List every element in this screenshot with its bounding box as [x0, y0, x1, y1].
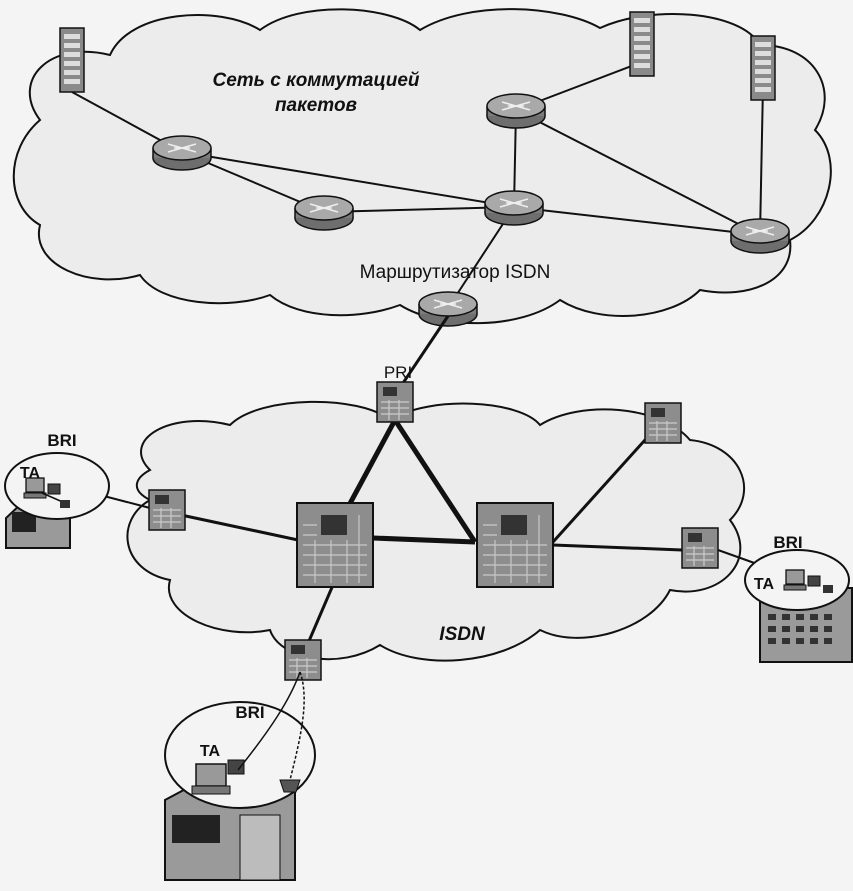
isdn-router-icon: [418, 291, 478, 327]
switch-icon: [681, 527, 719, 569]
switch-icon: [148, 489, 186, 531]
router-icon: [486, 93, 546, 129]
server-icon: [59, 27, 85, 93]
ta-label-left: TA: [20, 465, 41, 482]
bottom-subscriber: BRI TA: [164, 671, 316, 881]
right-subscriber: BRI TA: [744, 533, 853, 663]
router-icon: [294, 195, 354, 231]
ta-label-bottom: TA: [200, 743, 221, 760]
pri-label: PRI: [384, 363, 412, 382]
left-subscriber: BRI TA: [4, 431, 110, 549]
switch-icon: [284, 639, 322, 681]
central-switch-icon: [476, 502, 554, 588]
bri-label-left: BRI: [47, 431, 76, 450]
packet-network-title: Сеть с коммутацией: [212, 70, 419, 91]
bri-label-bottom: BRI: [235, 703, 264, 722]
switch-icon: [644, 402, 682, 444]
router-icon: [152, 135, 212, 171]
packet-network-title-2: пакетов: [275, 95, 357, 116]
isdn-router-label: Маршрутизатор ISDN: [360, 262, 551, 283]
pri-switch-icon: [376, 381, 414, 423]
server-icon: [750, 35, 776, 101]
bri-label-right: BRI: [773, 533, 802, 552]
router-icon: [730, 218, 790, 254]
central-switch-icon: [296, 502, 374, 588]
packet-network-cloud: [12, 8, 832, 325]
isdn-cloud-label: ISDN: [439, 624, 486, 645]
ta-label-right: TA: [754, 576, 775, 593]
router-icon: [484, 190, 544, 226]
server-icon: [629, 11, 655, 77]
